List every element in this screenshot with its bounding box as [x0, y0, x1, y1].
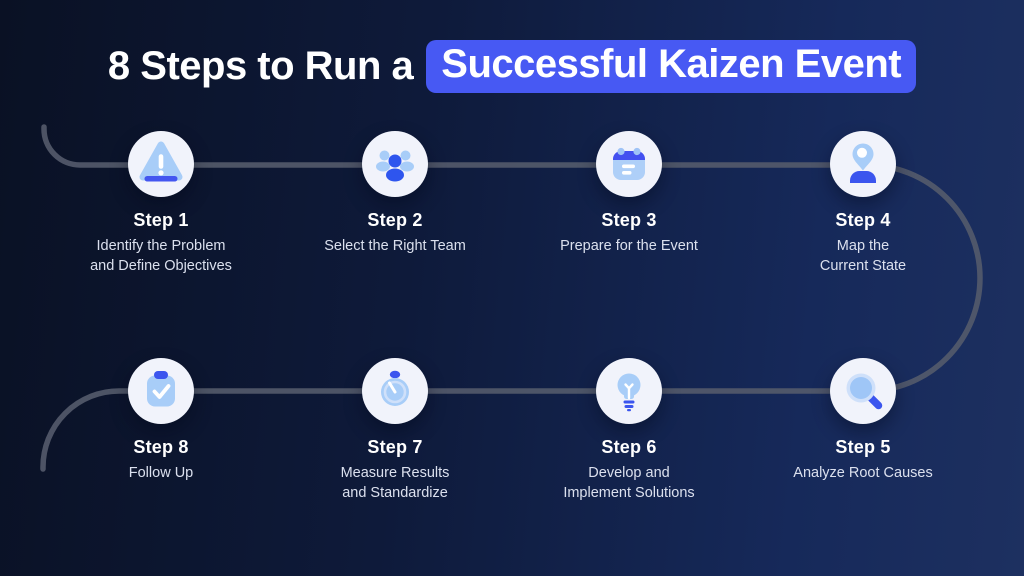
- step-3-badge: [596, 131, 662, 197]
- step-4-badge: [830, 131, 896, 197]
- step-8-label: Step 8: [133, 437, 189, 457]
- step-5-description: Analyze Root Causes: [793, 465, 933, 481]
- title-prefix: 8 Steps to Run a: [107, 44, 414, 88]
- step-5-badge: [830, 358, 896, 424]
- step-8-node: Step 8 Follow Up: [51, 358, 271, 483]
- step-5-label: Step 5: [835, 437, 891, 457]
- step-6-description: Develop and Implement Solutions: [563, 465, 695, 501]
- step-2-node: Step 2 Select the Right Team: [285, 131, 505, 256]
- step-4-description: Map the Current State: [819, 238, 907, 274]
- title-highlight: Successful Kaizen Event: [426, 40, 917, 93]
- warning-icon: [139, 141, 183, 182]
- step-1-node: Step 1 Identify the Problem and Define O…: [51, 131, 271, 276]
- step-5-node: Step 5 Analyze Root Causes: [753, 358, 973, 483]
- team-icon: [376, 150, 414, 182]
- step-8-badge: [128, 358, 194, 424]
- step-2-label: Step 2: [367, 210, 423, 230]
- location-person-icon: [850, 143, 876, 183]
- step-1-label: Step 1: [133, 210, 189, 230]
- step-3-description: Prepare for the Event: [560, 238, 698, 254]
- step-7-badge: [362, 358, 428, 424]
- step-7-description: Measure Results and Standardize: [340, 465, 450, 501]
- step-7-label: Step 7: [367, 437, 423, 457]
- page-title: 8 Steps to Run a Successful Kaizen Event: [0, 40, 1024, 93]
- step-2-description: Select the Right Team: [324, 238, 466, 254]
- step-8-description: Follow Up: [128, 465, 194, 481]
- clipboard-check-icon: [147, 371, 175, 407]
- step-4-node: Step 4 Map the Current State: [753, 131, 973, 276]
- lightbulb-icon: [617, 373, 641, 412]
- step-2-badge: [362, 131, 428, 197]
- step-7-node: Step 7 Measure Results and Standardize: [285, 358, 505, 503]
- step-6-badge: [596, 358, 662, 424]
- step-4-label: Step 4: [835, 210, 891, 230]
- step-3-label: Step 3: [601, 210, 657, 230]
- step-1-description: Identify the Problem and Define Objectiv…: [90, 238, 232, 274]
- stopwatch-icon: [381, 370, 409, 406]
- magnifier-icon: [846, 373, 883, 410]
- calendar-icon: [613, 147, 645, 180]
- step-6-node: Step 6 Develop and Implement Solutions: [519, 358, 739, 503]
- step-3-node: Step 3 Prepare for the Event: [519, 131, 739, 256]
- step-1-badge: [128, 131, 194, 197]
- step-6-label: Step 6: [601, 437, 657, 457]
